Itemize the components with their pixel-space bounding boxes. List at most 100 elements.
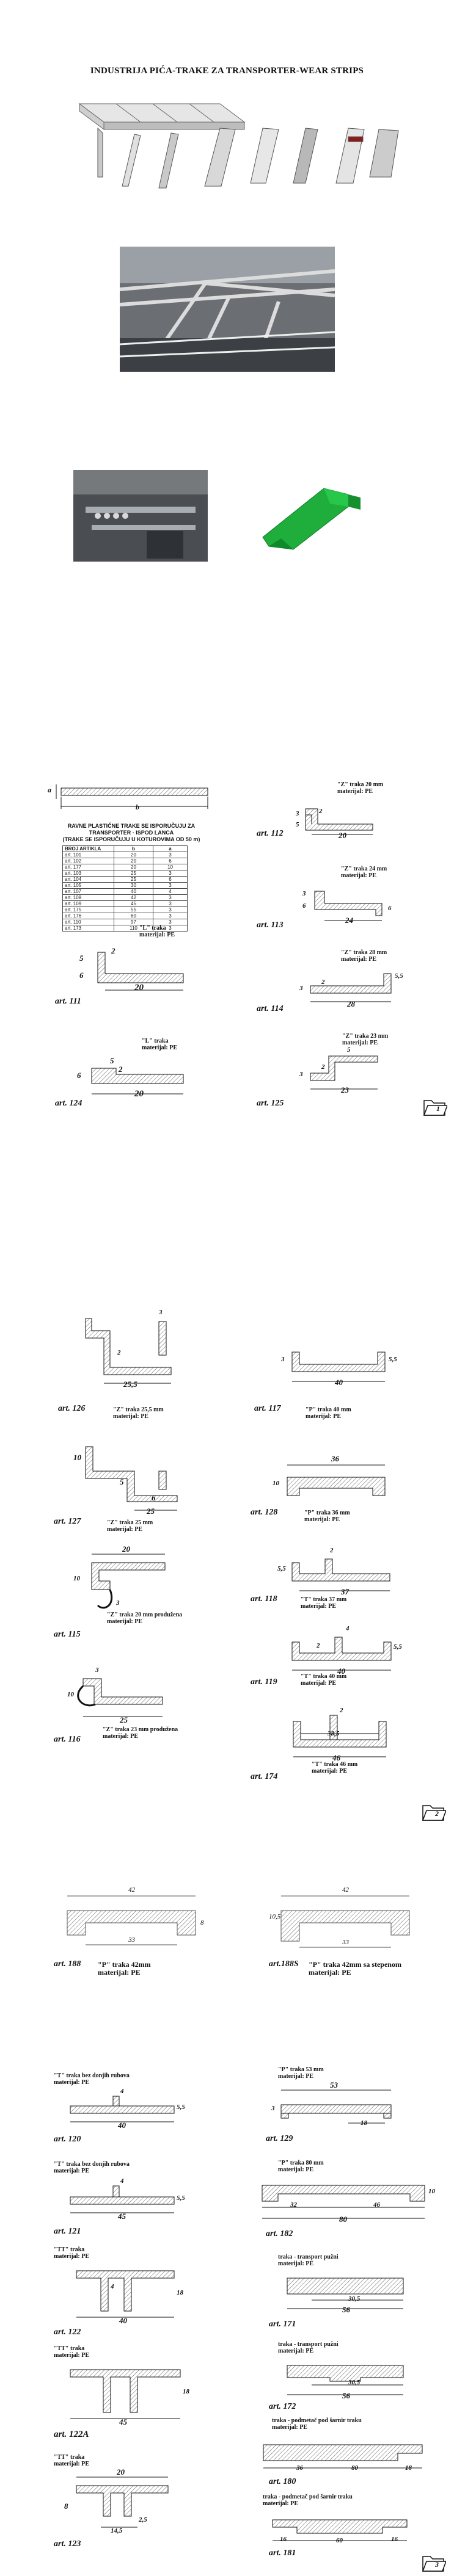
profile-129: 53 18 3 <box>257 2080 409 2135</box>
label-art-181: art. 181 <box>269 2549 296 2558</box>
label-art-112: art. 112 <box>257 829 284 838</box>
profile-182: 32 46 80 10 <box>254 2173 437 2228</box>
cell-b: 97 <box>114 919 153 925</box>
profile-188s: 42 33 10,5 <box>269 1886 422 1953</box>
cell-b: 20 <box>114 852 153 858</box>
label-art-180: art. 180 <box>269 2477 296 2486</box>
label-art-122a: art. 122A <box>54 2429 89 2439</box>
flat-strips-heading: RAVNE PLASTIČNE TRAKE SE ISPORUČUJU ZA T… <box>62 823 200 842</box>
folder-icon-2[interactable]: 2 <box>422 1801 447 1826</box>
folder-icon-3[interactable]: 3 <box>422 2552 447 2576</box>
cell-article: art. 110 <box>62 919 114 925</box>
col-article: BROJ ARTIKLA <box>62 845 114 852</box>
dim-b: b <box>136 803 139 811</box>
label-art-119: art. 119 <box>251 1677 277 1687</box>
profile-128: 36 10 <box>269 1453 403 1514</box>
profile-121: 4 5,5 45 <box>52 2176 192 2228</box>
profile-171: 30,5 56 <box>269 2266 422 2318</box>
cell-a: 6 <box>153 858 188 864</box>
cell-a: 3 <box>153 894 188 901</box>
label-art-111: art. 111 <box>55 997 81 1006</box>
cell-article: art. 173 <box>62 925 114 932</box>
profile-111: 2 5 6 20 <box>67 940 202 1007</box>
dim-a: a <box>48 786 51 794</box>
profile-118: 2 5,5 37 <box>274 1544 408 1599</box>
label-art-124: art. 124 <box>55 1099 82 1108</box>
col-b: b <box>114 845 153 852</box>
label-art-174: art. 174 <box>251 1772 278 1781</box>
profile-124: 5 2 6 20 <box>67 1050 202 1108</box>
cell-a: 3 <box>153 925 188 932</box>
profile-172: 30,5 56 <box>269 2353 422 2405</box>
cell-article: art. 177 <box>62 864 114 870</box>
cell-a: 6 <box>153 876 188 883</box>
cell-b: 55 <box>114 906 153 913</box>
cell-article: art. 108 <box>62 894 114 901</box>
profile-114: 2 5,5 3 28 <box>299 972 403 1008</box>
cell-a: 3 <box>153 906 188 913</box>
cell-a: 3 <box>153 870 188 877</box>
cell-article: art. 105 <box>62 882 114 889</box>
cell-b: 60 <box>114 913 153 919</box>
label-art-123: art. 123 <box>54 2539 81 2549</box>
cell-article: art. 109 <box>62 900 114 907</box>
cell-a: 3 <box>153 900 188 907</box>
profile-116: 3 10 25 <box>59 1660 193 1734</box>
cell-a: 3 <box>153 913 188 919</box>
profile-126: 3 2 25,5 <box>67 1306 189 1398</box>
cell-article: art. 176 <box>62 913 114 919</box>
cell-a: 3 <box>153 882 188 889</box>
label-art-114: art. 114 <box>257 1004 284 1013</box>
label-art-125: art. 125 <box>257 1099 284 1108</box>
label-art-182: art. 182 <box>266 2229 293 2238</box>
cell-article: art. 104 <box>62 876 114 883</box>
profile-188: 42 33 8 <box>61 1886 214 1953</box>
green-strip-image <box>257 470 367 562</box>
label-art-113: art. 113 <box>257 921 284 930</box>
conveyor-photo <box>120 247 335 372</box>
profile-112: 3 2 5 20 <box>287 797 397 840</box>
folder-icon[interactable]: 1 <box>423 1096 449 1121</box>
profile-174: 2 38,5 46 <box>269 1703 416 1770</box>
flat-strip-profile: a b <box>48 778 215 815</box>
profile-122: 4 18 40 <box>52 2259 192 2326</box>
profile-123: 20 8 2,5 14,5 <box>52 2467 192 2538</box>
label-art-128: art. 128 <box>251 1508 278 1517</box>
hero-strip-illustration <box>61 85 403 189</box>
label-art-117: art. 117 <box>254 1404 281 1413</box>
label-art-121: art. 121 <box>54 2227 81 2236</box>
label-art-127: art. 127 <box>54 1517 81 1526</box>
cell-a: 4 <box>153 888 188 895</box>
label-art-126: art. 126 <box>58 1404 86 1413</box>
